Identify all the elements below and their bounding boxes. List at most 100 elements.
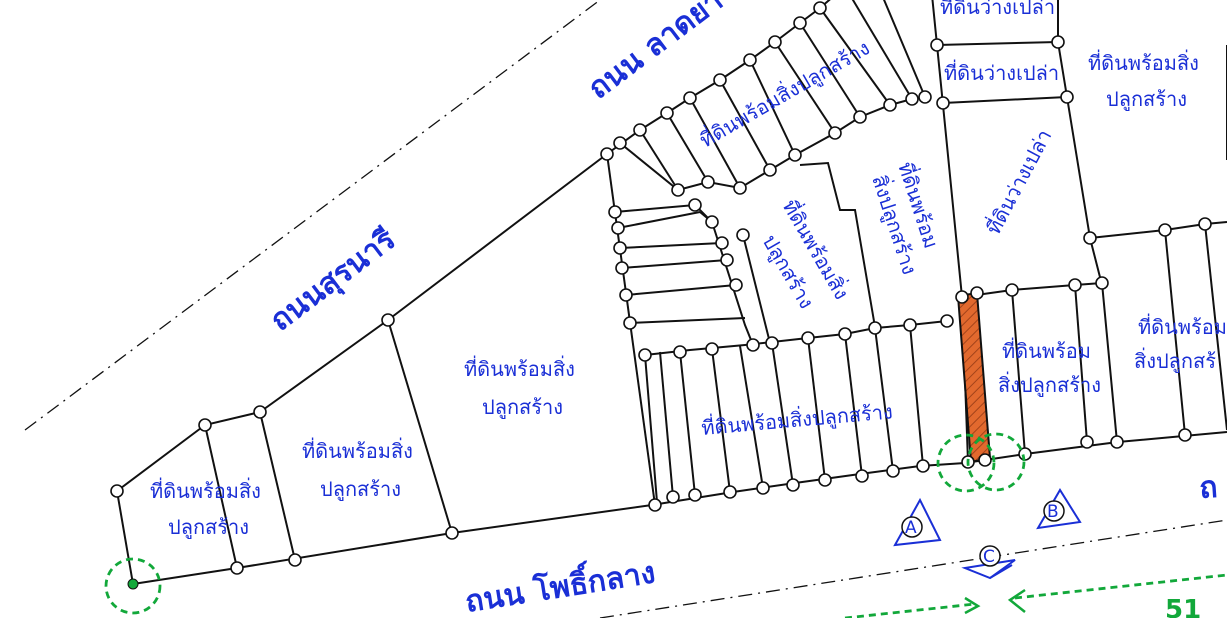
boundary-node: [1178, 428, 1192, 442]
parcel-label-vacant-top: ที่ดินว่างเปล่า: [940, 0, 1055, 19]
boundary-node: [729, 278, 743, 292]
boundary-node: [1051, 35, 1065, 49]
boundary-node: [868, 321, 882, 335]
boundary-node: [110, 484, 124, 498]
boundary-node: [288, 553, 302, 567]
view-marker-a: A: [893, 497, 942, 547]
boundary-node: [1060, 90, 1074, 104]
boundary-node: [801, 331, 815, 345]
boundary-node: [230, 561, 244, 575]
boundary-node: [916, 459, 930, 473]
boundary-node: [768, 35, 782, 49]
boundary-node: [855, 469, 869, 483]
boundary-node: [198, 418, 212, 432]
boundary-node: [608, 205, 622, 219]
boundary-node: [720, 253, 734, 267]
boundary-nodes: [110, 1, 1212, 575]
boundary-node: [883, 98, 897, 112]
boundary-node: [786, 478, 800, 492]
boundary-node: [705, 342, 719, 356]
boundary-node: [619, 288, 633, 302]
boundary-node: [765, 336, 779, 350]
boundary-node: [611, 221, 625, 235]
boundary-node: [638, 348, 652, 362]
boundary-node: [600, 147, 614, 161]
boundary-node: [930, 38, 944, 52]
survey-circle-b: [966, 432, 1026, 492]
road-centerlines: [24, 0, 1227, 618]
road-label-pho-klang: ถนน โพธิ์กลาง: [462, 549, 658, 618]
boundary-node: [445, 526, 459, 540]
boundary-node: [918, 90, 932, 104]
boundary-node: [828, 126, 842, 140]
boundary-node: [746, 338, 760, 352]
view-marker-c: C: [961, 545, 1016, 580]
boundary-node: [648, 498, 662, 512]
boundary-node: [978, 453, 992, 467]
view-marker-b: B: [1036, 488, 1082, 530]
boundary-node: [688, 488, 702, 502]
parcel-label-ready-top-row: ที่ดินพร้อมสิ่งปลูกสร้าง: [695, 34, 875, 153]
boundary-node: [633, 123, 647, 137]
parcel-label-ready-left-2: ปลูกสร้าง: [168, 515, 249, 540]
boundary-node: [613, 136, 627, 150]
boundary-node: [713, 73, 727, 87]
parcel-label-ready-center-1: ที่ดินพร้อมสิ่ง: [464, 355, 575, 381]
boundary-node: [886, 464, 900, 478]
boundary-node: [853, 110, 867, 124]
boundary-node: [903, 318, 917, 332]
boundary-node: [1083, 231, 1097, 245]
parcel-label-ready-left-mid-2: ปลูกสร้าง: [320, 477, 401, 502]
boundary-node: [788, 148, 802, 162]
boundary-node: [940, 314, 954, 328]
boundary-node: [666, 490, 680, 504]
boundary-node: [715, 236, 729, 250]
boundary-node: [1068, 278, 1082, 292]
distance-label: 51: [1165, 595, 1201, 618]
survey-circle-a: [936, 433, 996, 493]
distance-line-left: [844, 602, 976, 618]
boundary-node: [673, 345, 687, 359]
parcel-label-vacant-diag: ที่ดินว่างเปล่า: [979, 125, 1056, 239]
boundary-node: [905, 92, 919, 106]
boundary-node: [701, 175, 715, 189]
boundary-node: [743, 53, 757, 67]
parcel-label-ready-far-right-2: สิ่งปลูกสร้: [1134, 347, 1216, 374]
boundary-node: [253, 405, 267, 419]
survey-circle-left: [104, 557, 162, 615]
boundary-node: [723, 485, 737, 499]
parcel-label-ready-left-1: ที่ดินพร้อมสิ่ง: [150, 477, 261, 503]
boundary-node: [818, 473, 832, 487]
parcel-label-ready-left-mid-1: ที่ดินพร้อมสิ่ง: [302, 437, 413, 463]
parcel-label-vacant-mid: ที่ดินว่างเปล่า: [944, 59, 1059, 85]
boundary-node: [623, 316, 637, 330]
boundary-node: [838, 327, 852, 341]
boundary-node: [683, 91, 697, 105]
boundary-node: [736, 228, 750, 242]
marker-label-b: B: [1047, 502, 1059, 522]
survey-point-left: [127, 578, 139, 590]
boundary-node: [936, 96, 950, 110]
boundary-node: [813, 1, 827, 15]
boundary-node: [756, 481, 770, 495]
boundary-node: [381, 313, 395, 327]
marker-label-c: C: [983, 547, 995, 567]
boundary-node: [793, 16, 807, 30]
parcel-label-ready-far-right-1: ที่ดินพร้อม: [1138, 313, 1227, 339]
boundary-node: [1110, 435, 1124, 449]
boundary-node: [733, 181, 747, 195]
boundary-node: [613, 241, 627, 255]
parcel-label-ready-subject-1: ที่ดินพร้อม: [1002, 337, 1091, 363]
boundary-node: [615, 261, 629, 275]
road-label-right-edge: ถ: [1198, 470, 1219, 506]
marker-label-a: A: [905, 518, 917, 538]
parcel-label-ready-center-2: ปลูกสร้าง: [482, 395, 563, 420]
boundary-node: [955, 290, 969, 304]
parcel-label-ready-row: ที่ดินพร้อมสิ่งปลูกสร้าง: [700, 397, 894, 441]
boundary-node: [1198, 217, 1212, 231]
survey-circles: 51: [104, 432, 1227, 618]
boundary-node: [763, 163, 777, 177]
boundary-node: [688, 198, 702, 212]
